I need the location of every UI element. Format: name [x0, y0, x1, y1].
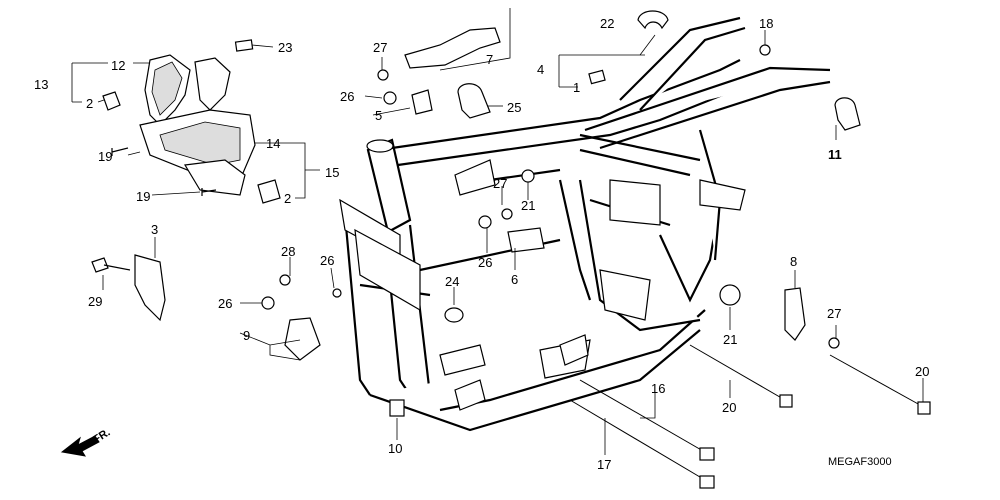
callout-10: 10	[388, 441, 402, 456]
callout-4: 4	[537, 62, 544, 77]
callout-15: 15	[325, 165, 339, 180]
lock-11	[834, 97, 861, 131]
bracket-3	[134, 254, 166, 322]
callout-18: 18	[759, 16, 773, 31]
collar-10	[389, 399, 405, 417]
collar-24	[444, 307, 464, 323]
plug-21-lower	[719, 284, 741, 306]
nut-21-upper	[521, 169, 535, 183]
left-side-cover-12	[144, 54, 231, 126]
callout-27-b: 27	[493, 176, 507, 191]
grommet-23	[234, 39, 254, 52]
nut-26-mid	[478, 215, 492, 229]
callout-28: 28	[281, 244, 295, 259]
bolt-29	[91, 257, 131, 273]
callout-21-b: 21	[723, 332, 737, 347]
bolt-28	[279, 274, 291, 286]
callout-labels: 1 2 2 3 4 5 6 7 8 9 10 11 12 13 14 15 16…	[34, 16, 929, 472]
callout-17: 17	[597, 457, 611, 472]
nut-26-upper	[383, 91, 397, 105]
callout-22: 22	[600, 16, 614, 31]
left-side-cover-14	[139, 109, 256, 196]
clip-2-upper	[102, 91, 121, 111]
bolt-20-left-head	[779, 394, 793, 408]
leader-lines	[71, 30, 924, 455]
callout-2-a: 2	[86, 96, 93, 111]
bolt-20-right-head	[917, 401, 931, 415]
bolt-16-head	[699, 447, 715, 461]
callout-26-b: 26	[478, 255, 492, 270]
clamp-22	[637, 10, 669, 30]
nut-27-upper	[377, 69, 389, 81]
callout-14: 14	[266, 136, 280, 151]
nut-26-left	[261, 296, 275, 310]
callout-20-b: 20	[915, 364, 929, 379]
diagram-code: MEGAF3000	[828, 456, 892, 468]
bracket-9	[284, 317, 321, 361]
callout-26-a: 26	[340, 89, 354, 104]
bracket-7	[404, 27, 501, 69]
callout-19-a: 19	[98, 149, 112, 164]
callout-23: 23	[278, 40, 292, 55]
callout-25: 25	[507, 100, 521, 115]
callout-20-a: 20	[722, 400, 736, 415]
bracket-5	[411, 89, 433, 115]
callout-26-c: 26	[320, 253, 334, 268]
callout-24: 24	[445, 274, 459, 289]
callout-3: 3	[151, 222, 158, 237]
front-direction-arrow: FR.	[60, 426, 112, 457]
callout-9: 9	[243, 328, 250, 343]
bolt-19-lower	[201, 188, 217, 196]
grommet-1	[588, 69, 606, 85]
clip-2-lower	[257, 179, 281, 204]
callout-27-a: 27	[373, 40, 387, 55]
bolt-20-right-shaft	[829, 354, 921, 406]
bracket-6	[507, 227, 545, 253]
callout-6: 6	[511, 272, 518, 287]
bolt-20-left-shaft	[689, 344, 786, 401]
frame-body	[339, 16, 831, 432]
washer-26-small	[332, 288, 342, 298]
bolt-18	[759, 44, 771, 56]
callout-1: 1	[573, 80, 580, 95]
callout-12: 12	[111, 58, 125, 73]
bolt-17-head	[699, 475, 715, 489]
nut-27-right	[828, 337, 840, 349]
callout-13: 13	[34, 77, 48, 92]
bolt-16-shaft	[579, 379, 711, 456]
callout-7: 7	[486, 52, 493, 67]
bolt-19-upper	[111, 147, 129, 156]
nut-27-mid	[501, 208, 513, 220]
callout-26-d: 26	[218, 296, 232, 311]
callout-11: 11	[828, 147, 842, 162]
bolt-17-shaft	[569, 399, 706, 481]
callout-21-a: 21	[521, 198, 535, 213]
clamp-25	[457, 83, 491, 119]
callout-5: 5	[375, 108, 382, 123]
callout-2-b: 2	[284, 191, 291, 206]
callout-27-c: 27	[827, 306, 841, 321]
callout-16: 16	[651, 381, 665, 396]
bracket-8	[784, 287, 806, 341]
callout-29: 29	[88, 294, 102, 309]
callout-19-b: 19	[136, 189, 150, 204]
callout-8: 8	[790, 254, 797, 269]
